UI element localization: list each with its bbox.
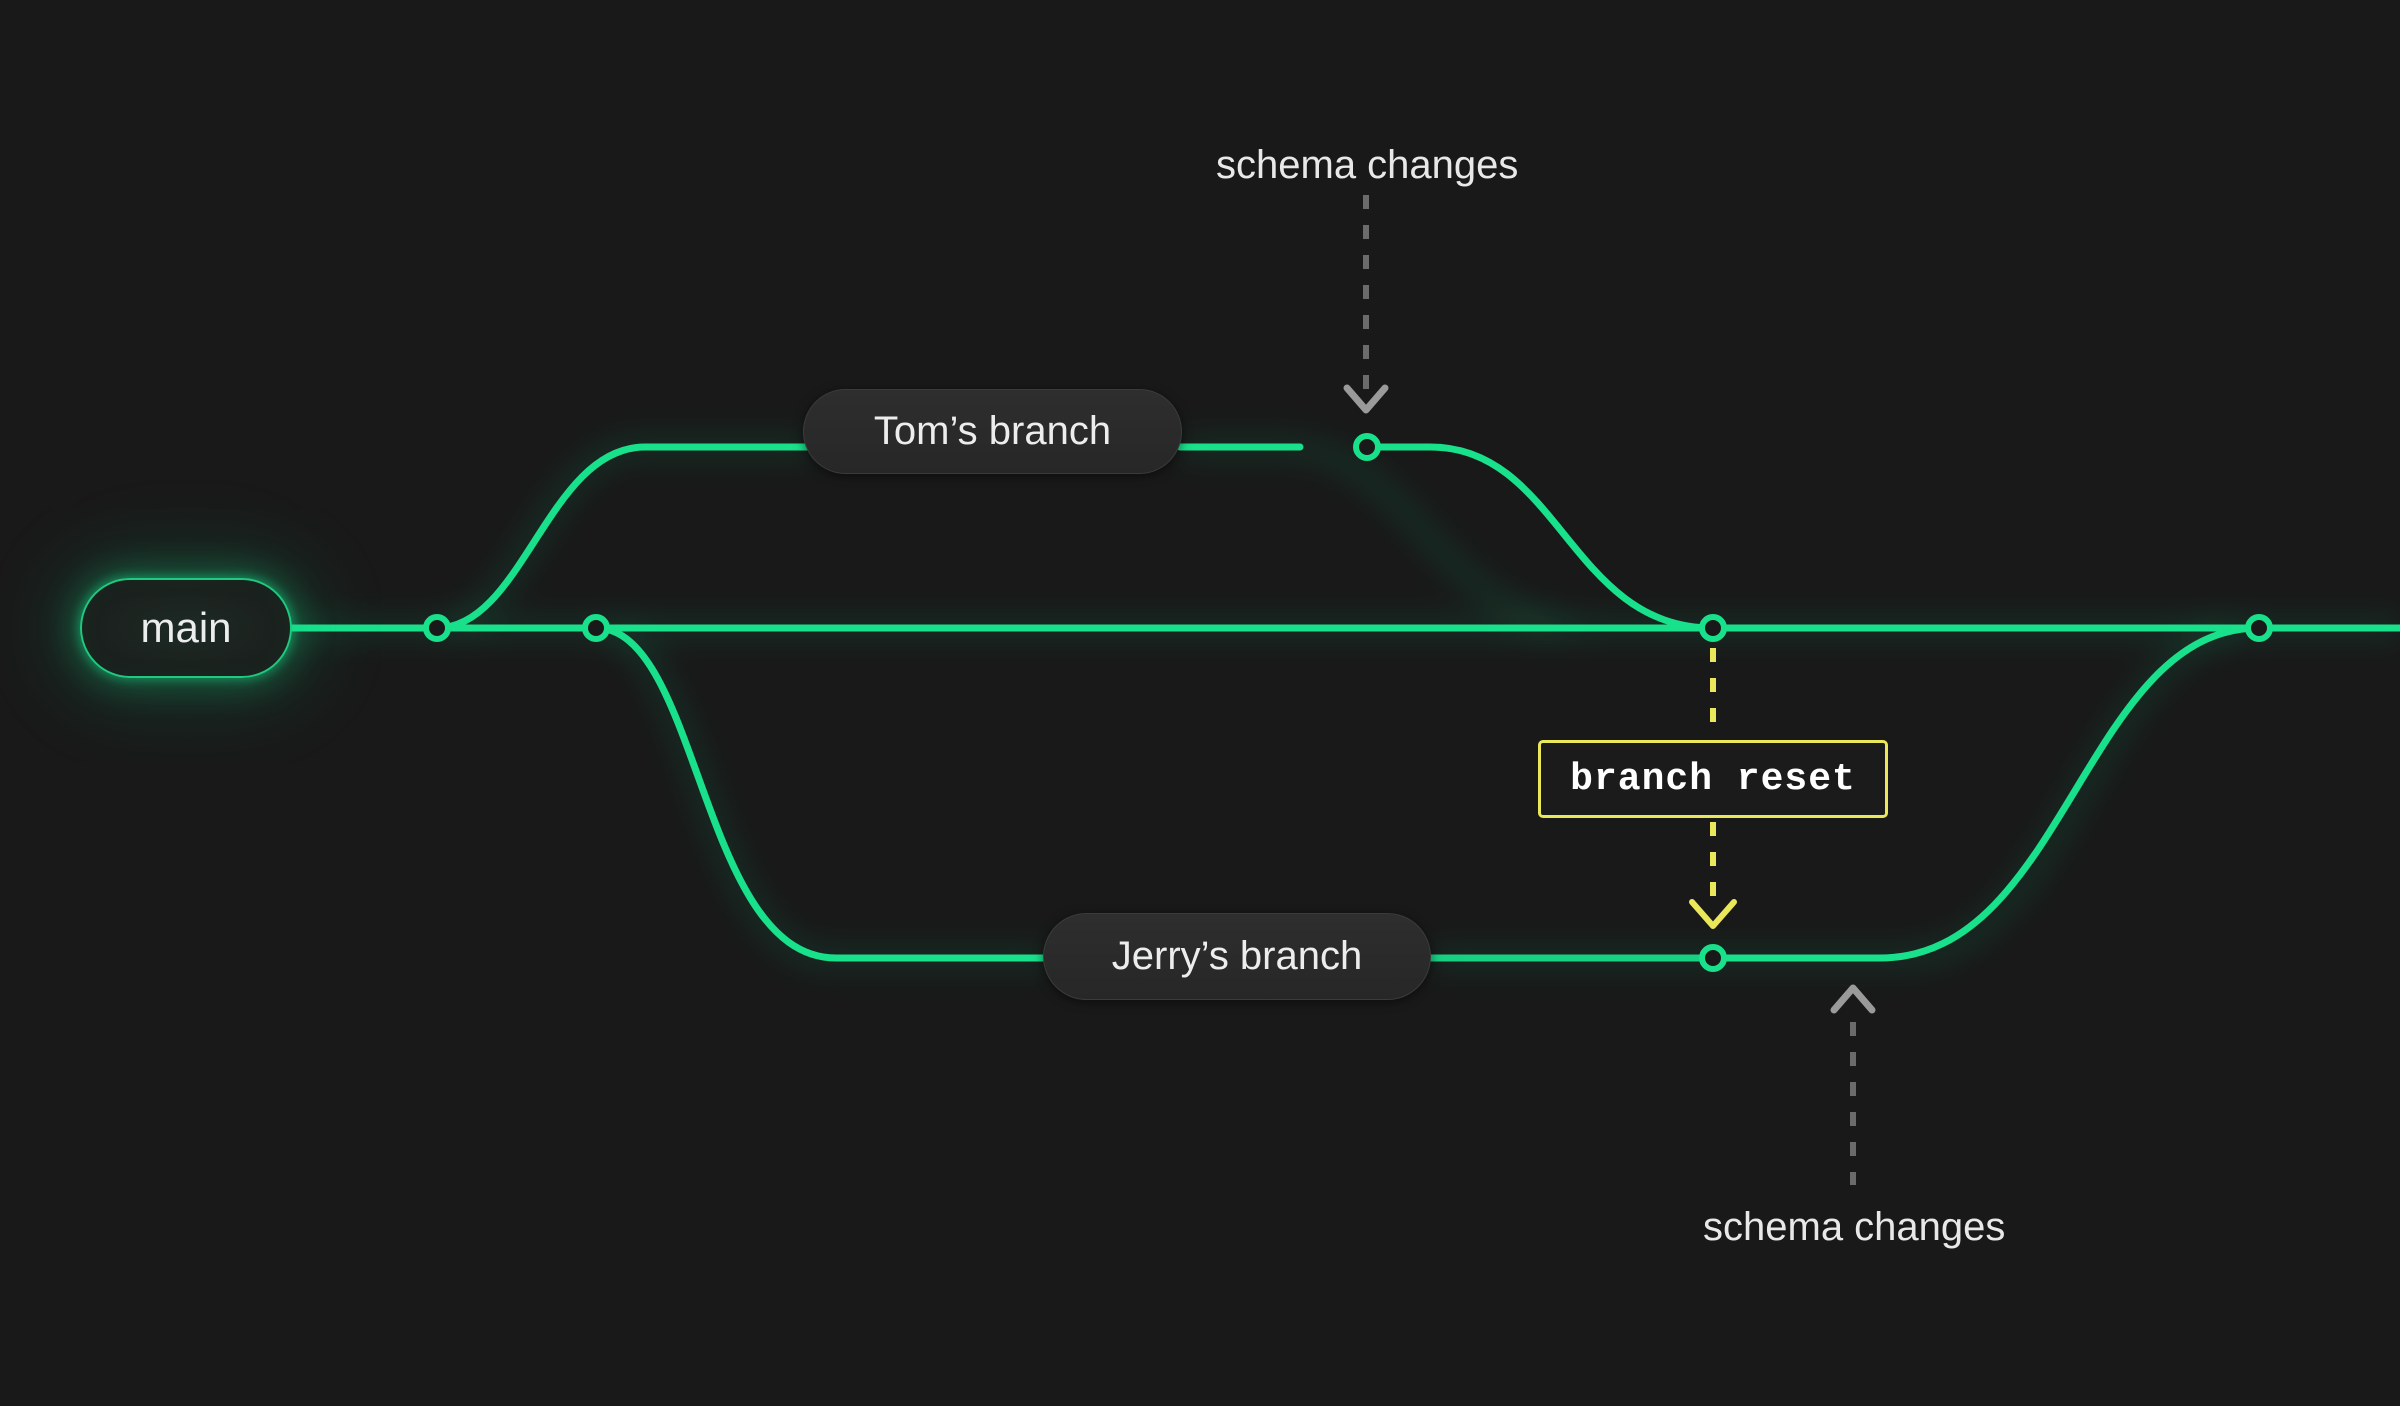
- commit-node-m2[interactable]: [582, 614, 610, 642]
- branch-reset-arrowhead: [1689, 899, 1737, 929]
- schema-changes-arrow-top: [1343, 195, 1389, 414]
- commit-node-m4[interactable]: [2245, 614, 2273, 642]
- schema-changes-arrowhead-top: [1343, 384, 1389, 414]
- commit-node-tom[interactable]: [1353, 433, 1381, 461]
- branch-reset-label: branch reset: [1570, 757, 1856, 801]
- annotation-schema-changes-top: schema changes: [1216, 143, 1519, 187]
- branch-pill-main[interactable]: main: [80, 578, 292, 678]
- annotation-schema-changes-bottom: schema changes: [1703, 1205, 2006, 1249]
- branch-reset-arrow: [1689, 648, 1737, 929]
- branch-pill-main-label: main: [140, 604, 232, 651]
- branch-reset-callout[interactable]: branch reset: [1538, 740, 1888, 818]
- branch-pill-jerry-label: Jerry’s branch: [1111, 934, 1363, 978]
- branch-pill-jerry[interactable]: Jerry’s branch: [1043, 913, 1431, 1000]
- commit-node-m1[interactable]: [423, 614, 451, 642]
- commit-node-jerry[interactable]: [1699, 944, 1727, 972]
- jerry-branch-merge-curve: [1709, 624, 2263, 962]
- commit-node-m3[interactable]: [1699, 614, 1727, 642]
- tom-branch-merge-curve: [1363, 443, 1717, 632]
- jerry-branch-split-curve: [592, 624, 1059, 962]
- tom-branch-split-curve: [433, 443, 820, 632]
- commit-nodes: [423, 433, 2273, 972]
- schema-changes-arrowhead-bottom: [1830, 984, 1876, 1014]
- schema-changes-arrow-bottom: [1830, 984, 1876, 1185]
- branch-pill-tom[interactable]: Tom’s branch: [803, 389, 1182, 474]
- branch-pill-tom-label: Tom’s branch: [873, 409, 1112, 453]
- graph-glow-layer: [190, 443, 2400, 962]
